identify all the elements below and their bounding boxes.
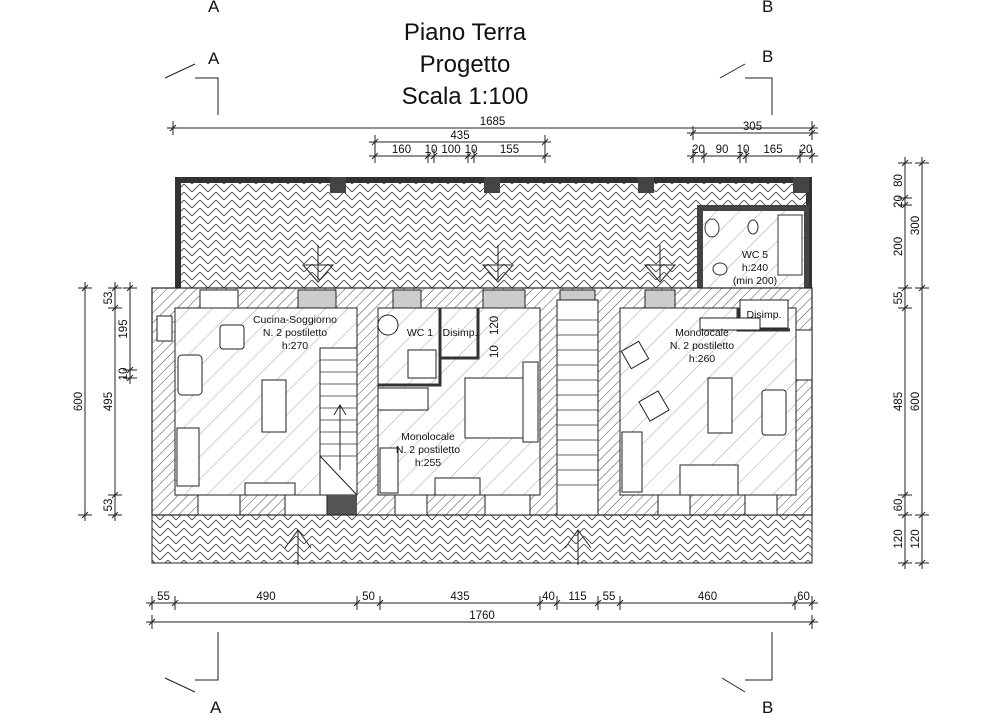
front-porch xyxy=(151,514,813,564)
dim-bottom-parts-label: 55 xyxy=(603,591,616,603)
dim-right-parts-label: 200 xyxy=(893,237,905,256)
dim-top-overall-label: 1685 xyxy=(480,116,506,128)
dim-right-totals-label: 600 xyxy=(910,392,922,411)
svg-text:h:240: h:240 xyxy=(742,262,768,274)
room-disimp-1: Disimp. xyxy=(442,327,477,339)
dim-top-right-parts-label: 165 xyxy=(763,144,782,156)
dim-top-left-parts-label: 10 xyxy=(465,144,478,156)
room-disimp-2: Disimp. xyxy=(746,309,781,321)
svg-text:N. 2 postiletto: N. 2 postiletto xyxy=(263,327,327,339)
dim-left-inner-label: 10 xyxy=(118,368,130,381)
dim-top-right-group-label: 305 xyxy=(743,121,762,133)
section-marker-b-bottom: B xyxy=(721,632,773,717)
svg-text:(min 200): (min 200) xyxy=(733,275,777,287)
title-line-1: Piano Terra xyxy=(404,19,527,46)
svg-text:A: A xyxy=(210,698,222,717)
dim-top-left-parts-label: 10 xyxy=(425,144,438,156)
title-line-2: Progetto xyxy=(420,51,511,78)
dim-bottom-parts-label: 50 xyxy=(362,591,375,603)
dim-top-right-parts-label: 20 xyxy=(800,144,813,156)
title-line-3: Scala 1:100 xyxy=(402,83,529,110)
svg-text:B: B xyxy=(762,47,773,66)
dim-top-right-parts-label: 90 xyxy=(716,144,729,156)
section-marker-a-bottom: A xyxy=(164,632,222,717)
dim-right-totals-label: 120 xyxy=(910,529,922,548)
svg-text:N. 2 postiletto: N. 2 postiletto xyxy=(670,340,734,352)
dim-left-inner-label: 195 xyxy=(118,319,130,338)
room-monolocale-2: Monolocale N. 2 postiletto h:260 xyxy=(670,327,734,365)
svg-text:Cucina-Soggiorno: Cucina-Soggiorno xyxy=(253,314,337,326)
svg-text:A: A xyxy=(208,49,220,68)
room-wc5: WC 5 h:240 (min 200) xyxy=(697,205,809,288)
section-marker-b-top: B B xyxy=(719,0,773,115)
svg-text:WC 5: WC 5 xyxy=(742,249,768,261)
dim-top-left-parts-label: 155 xyxy=(500,144,519,156)
dim-bottom-parts-label: 55 xyxy=(157,591,170,603)
dim-bottom-parts-label: 60 xyxy=(797,591,810,603)
dim-bottom-parts-label: 490 xyxy=(256,591,275,603)
dim-top-right-parts-label: 20 xyxy=(692,144,705,156)
svg-text:N. 2 postiletto: N. 2 postiletto xyxy=(396,444,460,456)
dim-top-left-parts-label: 100 xyxy=(441,144,460,156)
dim-top-left-parts-label: 160 xyxy=(392,144,411,156)
svg-text:h:255: h:255 xyxy=(415,457,441,469)
room-monolocale-1: Monolocale N. 2 postiletto h:255 xyxy=(396,431,460,469)
svg-text:Monolocale: Monolocale xyxy=(401,431,455,443)
dim-right-totals-label: 300 xyxy=(910,216,922,235)
dim-bottom-parts-label: 115 xyxy=(568,591,586,603)
dim-right-parts-label: 55 xyxy=(893,292,905,305)
dim-right-parts-label: 485 xyxy=(893,392,905,411)
dim-left-parts-label: 53 xyxy=(103,292,115,305)
dim-bottom-parts-label: 460 xyxy=(698,591,717,603)
room-wc1: WC 1 xyxy=(407,327,433,339)
svg-text:Monolocale: Monolocale xyxy=(675,327,729,339)
inner-dim-120: 120 xyxy=(489,316,501,335)
dim-right-parts-label: 60 xyxy=(893,499,905,512)
dim-bottom-parts-label: 40 xyxy=(542,591,555,603)
room-cucina-soggiorno: Cucina-Soggiorno N. 2 postiletto h:270 xyxy=(253,314,337,352)
dim-bottom-overall-label: 1760 xyxy=(469,610,495,622)
svg-text:B: B xyxy=(762,698,773,717)
svg-text:h:270: h:270 xyxy=(282,340,308,352)
building: Cucina-Soggiorno N. 2 postiletto h:270 W… xyxy=(151,287,813,516)
dim-top-left-group-label: 435 xyxy=(450,130,469,142)
dim-left-parts-label: 53 xyxy=(103,499,115,512)
inner-dim-10: 10 xyxy=(489,345,501,358)
dim-top-right-parts-label: 10 xyxy=(737,144,750,156)
dim-bottom-parts-label: 435 xyxy=(450,591,469,603)
dim-right-parts-label: 20 xyxy=(893,195,905,208)
dim-left-overall-label: 600 xyxy=(73,392,85,411)
svg-text:A: A xyxy=(208,0,220,16)
svg-text:h:260: h:260 xyxy=(689,353,715,365)
dim-right-parts-label: 80 xyxy=(893,174,905,187)
dim-left-parts-label: 495 xyxy=(103,392,115,411)
svg-text:B: B xyxy=(762,0,773,16)
section-marker-a-top: A A xyxy=(164,0,220,115)
dim-right-parts-label: 120 xyxy=(893,529,905,548)
